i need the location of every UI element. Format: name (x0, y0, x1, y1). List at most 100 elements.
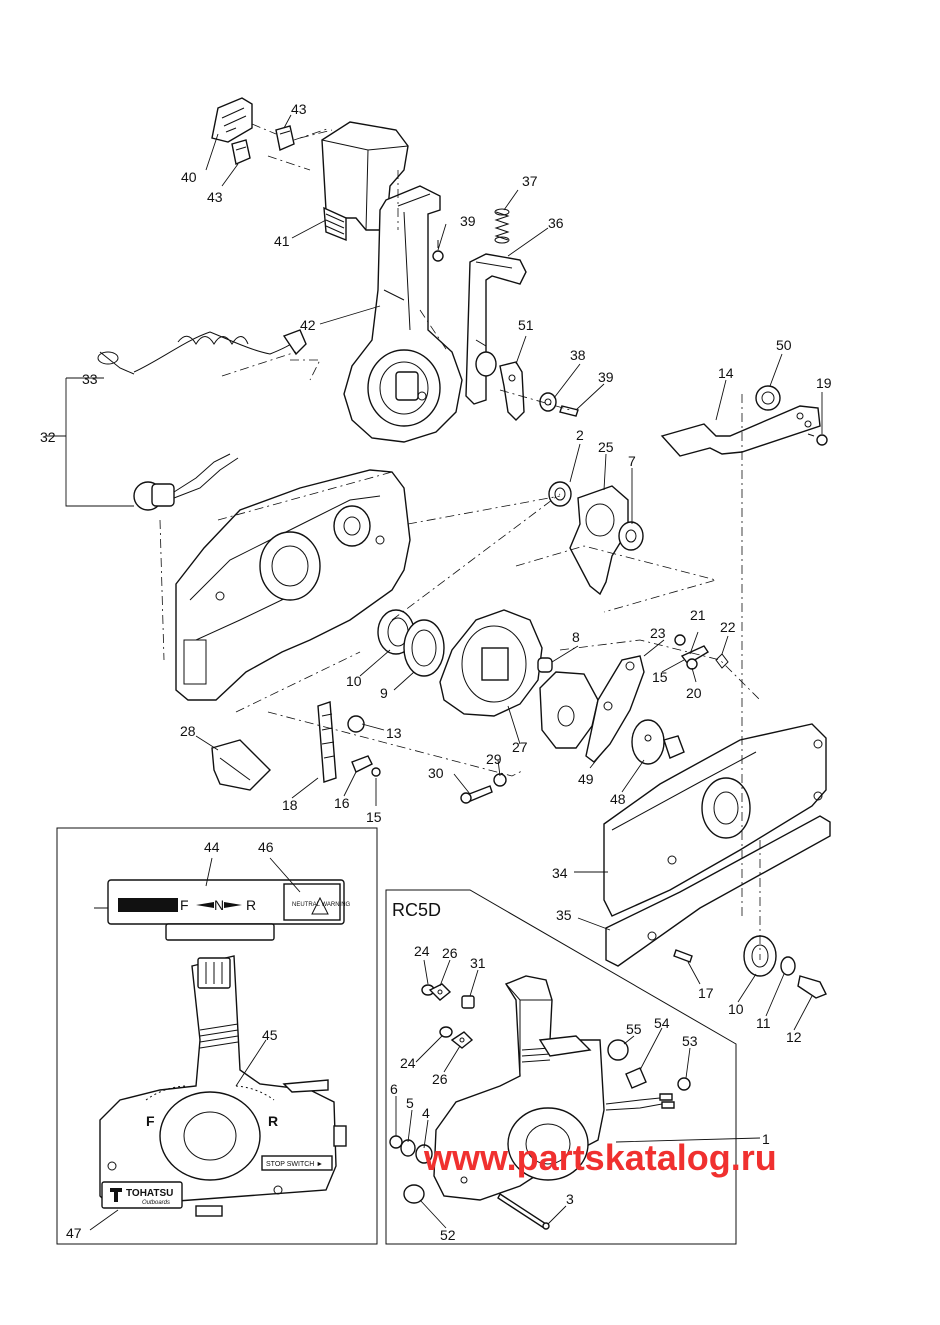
part-19-screw (807, 433, 828, 446)
callout-41: 41 (274, 233, 290, 249)
callout-43b: 43 (207, 189, 223, 205)
part-5-washer (400, 1139, 416, 1157)
part-48-switch (631, 719, 685, 765)
part-54-grommet (625, 1067, 647, 1089)
part-39-screw-a (432, 240, 444, 262)
callout-47: 47 (66, 1225, 82, 1241)
part-21-spring-lever (680, 645, 709, 665)
part-50-bushing (755, 385, 781, 411)
callout-6: 6 (390, 1081, 398, 1097)
callout-33: 33 (82, 371, 98, 387)
callout-18: 18 (282, 797, 298, 813)
callout-24b: 24 (400, 1055, 416, 1071)
part-49-cam-plate (539, 671, 599, 749)
inset-scale-bar: F N R NEUTRAL WARNING (94, 879, 351, 941)
part-34-side-cover (603, 723, 827, 917)
callout-21: 21 (690, 607, 706, 623)
part-9-washer-ring (403, 619, 445, 677)
part-43-button-a (275, 125, 295, 151)
part-main-housing (175, 469, 411, 701)
part-28-bracket (211, 739, 271, 791)
part-15-screw-b (371, 767, 381, 777)
callout-46: 46 (258, 839, 274, 855)
callout-8: 8 (572, 629, 580, 645)
callout-55: 55 (626, 1021, 642, 1037)
callout-43a: 43 (291, 101, 307, 117)
callout-42: 42 (300, 317, 316, 333)
scale-n: N (214, 897, 224, 913)
scale-r: R (246, 897, 256, 913)
callout-23: 23 (650, 625, 666, 641)
part-6-nut (389, 1135, 403, 1149)
part-36-lever-bracket (465, 253, 527, 405)
callout-29: 29 (486, 751, 502, 767)
callout-16: 16 (334, 795, 350, 811)
callout-51: 51 (518, 317, 534, 333)
callout-10b: 10 (728, 1001, 744, 1017)
part-23-link-arm (585, 655, 645, 763)
callout-52: 52 (440, 1227, 456, 1243)
callout-38: 38 (570, 347, 586, 363)
inset-rc5d-title: RC5D (392, 900, 441, 920)
callout-45: 45 (262, 1027, 278, 1043)
part-38-washer (539, 392, 557, 412)
part-24-nut-b (439, 1026, 453, 1038)
callout-7: 7 (628, 453, 636, 469)
part-33-lanyard-cord (97, 329, 307, 375)
part-35-back-plate (605, 815, 831, 967)
callout-30: 30 (428, 765, 444, 781)
box-f-mark: F (146, 1113, 155, 1129)
callout-31: 31 (470, 955, 486, 971)
brand-name: TOHATSU (126, 1188, 173, 1199)
callout-54: 54 (654, 1015, 670, 1031)
rc5d-control-box (433, 975, 675, 1201)
callout-19: 19 (816, 375, 832, 391)
warning-triangle-icon (311, 896, 329, 915)
part-16-clip (351, 755, 373, 773)
callout-12: 12 (786, 1029, 802, 1045)
callout-34: 34 (552, 865, 568, 881)
part-3-long-bolt (497, 1192, 550, 1230)
part-42-handle-arm (343, 185, 463, 443)
part-26-block-a (428, 983, 452, 1001)
callout-1: 1 (762, 1131, 770, 1147)
callout-15a: 15 (652, 669, 668, 685)
part-20-collar (686, 658, 698, 670)
part-30-bolt (460, 785, 493, 804)
stop-switch-label: STOP SWITCH ► (266, 1161, 323, 1168)
part-14-throttle-lever (660, 405, 821, 457)
callout-22: 22 (720, 619, 736, 635)
callout-3: 3 (566, 1191, 574, 1207)
callout-37: 37 (522, 173, 538, 189)
callout-20: 20 (686, 685, 702, 701)
callout-26a: 26 (442, 945, 458, 961)
part-52-cap (403, 1184, 425, 1204)
assembly-lines (159, 129, 761, 960)
callout-36: 36 (548, 215, 564, 231)
scale-f: F (180, 897, 189, 913)
part-53-nut (677, 1077, 691, 1091)
callout-14: 14 (718, 365, 734, 381)
callout-2: 2 (576, 427, 584, 443)
callout-39b: 39 (598, 369, 614, 385)
scale-ticks (196, 902, 242, 908)
part-27-gear-drum (439, 609, 543, 717)
part-31-clip (461, 995, 475, 1009)
callout-48: 48 (610, 791, 626, 807)
tohatsu-logo-icon (110, 1188, 122, 1202)
callout-24a: 24 (414, 943, 430, 959)
callouts: 43 40 43 41 37 39 36 42 51 38 39 50 14 1… (40, 101, 832, 1243)
callout-35: 35 (556, 907, 572, 923)
callout-10a: 10 (346, 673, 362, 689)
callout-15b: 15 (366, 809, 382, 825)
part-25-cam-plate (569, 485, 629, 596)
watermark: www.partskatalog.ru (423, 1137, 777, 1178)
part-7-washer (618, 521, 644, 551)
callout-9: 9 (380, 685, 388, 701)
callout-49: 49 (578, 771, 594, 787)
callout-40: 40 (181, 169, 197, 185)
inset-control-box: F R STOP SWITCH ► TOHATSU Outboards (99, 955, 347, 1217)
callout-26b: 26 (432, 1071, 448, 1087)
scale-black-block (118, 898, 178, 912)
